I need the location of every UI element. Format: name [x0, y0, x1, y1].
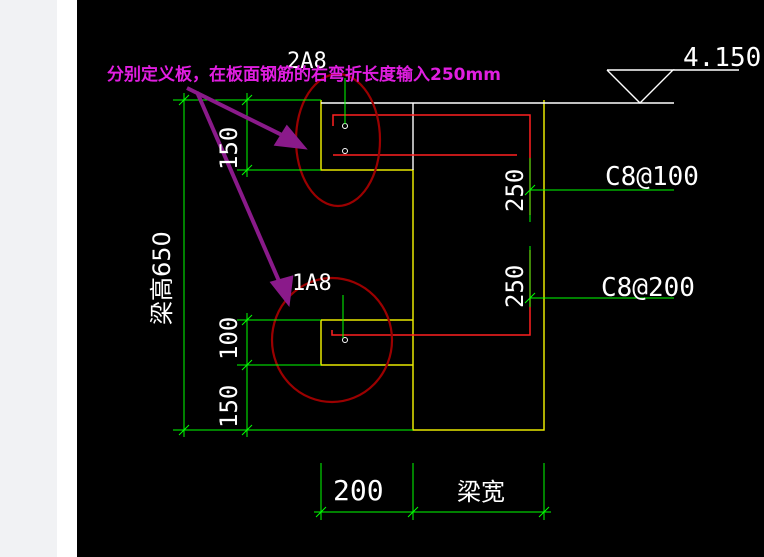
- tick-7: [241, 424, 253, 436]
- label-dim-250-lower: 250: [501, 265, 529, 308]
- tick-4: [241, 164, 253, 176]
- tick-5: [241, 314, 253, 326]
- label-stirrup-lower: C8@200: [601, 273, 695, 303]
- label-beam-height: 梁高650: [148, 231, 176, 325]
- highlight-circles: [270, 72, 394, 404]
- label-top-rebar: 2A8: [287, 49, 327, 74]
- rebar-leaders: [342, 78, 346, 338]
- rebar-dot-2: [342, 148, 348, 154]
- label-dim-250-upper: 250: [501, 169, 529, 212]
- tick-3: [241, 94, 253, 106]
- arrow-to-mid-rebar: [195, 91, 284, 289]
- annotation-note: 分别定义板，在板面钢筋的右弯折长度输入250mm: [107, 64, 501, 85]
- label-mid-rebar: 1A8: [292, 271, 332, 296]
- label-stirrup-upper: C8@100: [605, 162, 699, 192]
- tick-11: [524, 184, 536, 196]
- rebar-dot-1: [342, 123, 348, 129]
- arrowhead-top: [273, 124, 308, 150]
- tick-6: [241, 359, 253, 371]
- label-dim-200: 200: [333, 474, 384, 507]
- tick-2: [178, 424, 190, 436]
- left-panel-strip: [0, 0, 57, 557]
- label-dim-100: 100: [215, 317, 243, 360]
- rebar-dots: [342, 123, 348, 343]
- annotation-arrows: [186, 86, 308, 307]
- rebar-dot-3: [342, 337, 348, 343]
- elevation-marker: [321, 69, 739, 170]
- cad-labels: 2A8 1A8 4.150 C8@100 C8@200 200 梁宽 梁高650…: [148, 43, 761, 507]
- arrowhead-mid: [269, 275, 294, 307]
- outline-lower-slab: [320, 320, 413, 366]
- arrow-to-top-rebar: [186, 86, 293, 142]
- tick-1: [178, 94, 190, 106]
- panel-gap: [57, 0, 77, 557]
- circle-middle-rebar: [270, 276, 394, 404]
- tick-8: [315, 506, 327, 518]
- label-dim-bottom-150: 150: [215, 385, 243, 428]
- label-elevation: 4.150: [683, 43, 761, 73]
- dimension-lines: [173, 93, 674, 520]
- cad-drawing-canvas: 2A8 1A8 4.150 C8@100 C8@200 200 梁宽 梁高650…: [77, 0, 764, 557]
- tick-10: [538, 506, 550, 518]
- label-dim-top-150: 150: [215, 127, 243, 170]
- tick-9: [407, 506, 419, 518]
- outline-beam-upper: [320, 100, 545, 431]
- label-beam-width: 梁宽: [457, 478, 505, 506]
- tick-12: [524, 292, 536, 304]
- cad-drawing-svg: 2A8 1A8 4.150 C8@100 C8@200 200 梁宽 梁高650…: [107, 43, 761, 520]
- elevation-triangle: [606, 69, 675, 104]
- circle-top-rebar: [294, 72, 382, 208]
